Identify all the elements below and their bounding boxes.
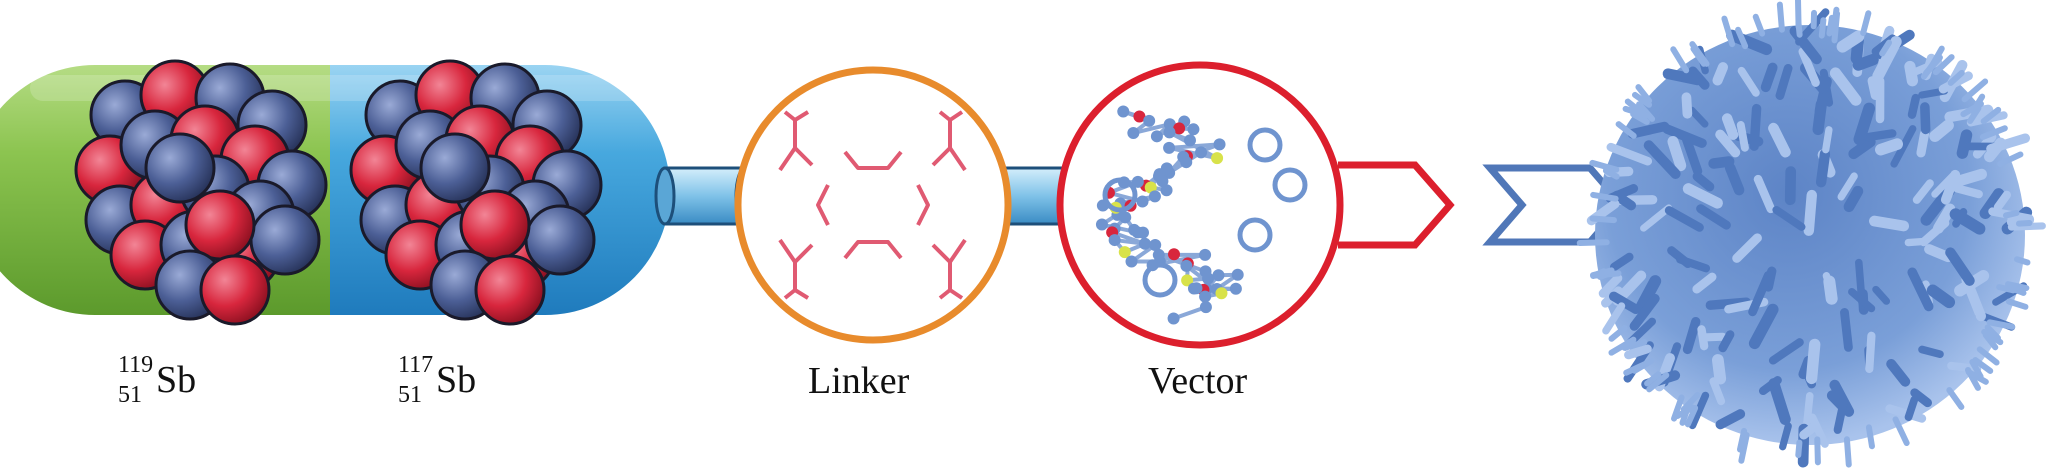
isotope-atomic-number: 51	[118, 382, 142, 408]
vector-label: Vector	[1148, 360, 1248, 402]
isotope-symbol: Sb	[156, 359, 197, 401]
nucleus-icon	[74, 59, 328, 326]
tumor-cell-icon	[1576, 0, 2046, 468]
isotope-mass-number: 119	[118, 352, 154, 378]
vector-circle	[1056, 61, 1344, 349]
isotope-mass-number: 117	[398, 352, 434, 378]
vector-molecule-icon	[1095, 105, 1308, 325]
linker-molecule-icon	[778, 110, 967, 300]
linker-label: Linker	[808, 360, 910, 402]
linker-circle	[734, 66, 1012, 344]
arrow-tag-icon	[1338, 161, 1455, 249]
isotope-symbol: Sb	[436, 359, 477, 401]
isotope-atomic-number: 51	[398, 382, 422, 408]
nucleus-icon	[349, 59, 603, 326]
